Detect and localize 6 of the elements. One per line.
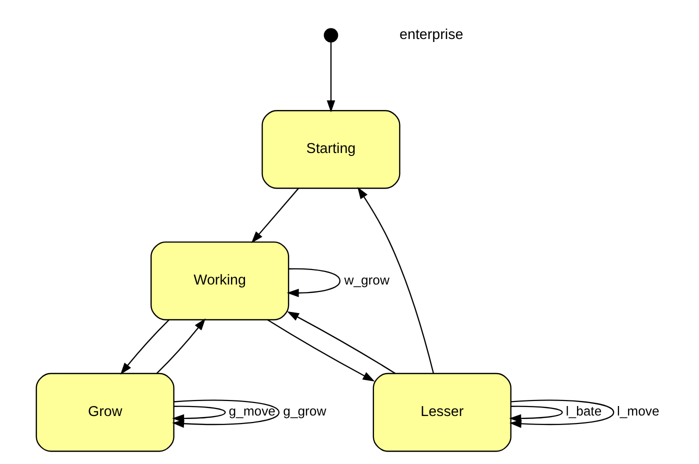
edge-label: g_move — [228, 403, 276, 418]
edge-label: l_bate — [566, 403, 602, 418]
edge-label: g_grow — [283, 403, 326, 418]
edge-label: l_move — [616, 403, 660, 418]
edge-label: w_grow — [344, 272, 390, 287]
label: enterprise — [400, 26, 464, 42]
